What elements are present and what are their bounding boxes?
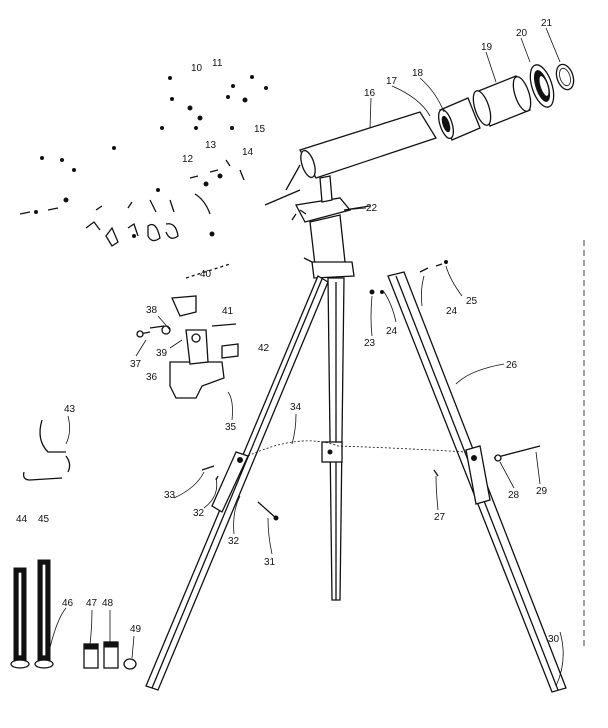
part-number-label: 31 xyxy=(264,557,276,568)
part-number-label: 36 xyxy=(146,372,158,383)
part-number-label: 29 xyxy=(536,486,548,497)
part-numbers: 10 11 12 13 14 15 16 17 18 19 20 21 22 2… xyxy=(16,18,560,645)
tripod-right-leg xyxy=(387,271,567,693)
part-number-label: 21 xyxy=(541,18,553,29)
part-number-label: 34 xyxy=(290,402,302,413)
screw-27 xyxy=(433,469,439,477)
mount-head xyxy=(291,175,371,266)
hinge-screws xyxy=(369,260,448,295)
part-number-label: 23 xyxy=(364,338,376,349)
eyepieces xyxy=(10,559,137,670)
part-number-label: 32 xyxy=(228,536,240,547)
leg-brace-chain xyxy=(247,440,467,457)
lens-ring xyxy=(555,63,575,91)
part-number-label: 41 xyxy=(222,306,234,317)
part-number-label: 47 xyxy=(86,598,98,609)
dew-shield xyxy=(472,75,532,127)
altitude-bracket xyxy=(136,263,239,399)
part-number-label: 14 xyxy=(242,147,254,158)
part-number-label: 48 xyxy=(102,598,114,609)
part-number-label: 45 xyxy=(38,514,50,525)
small-mount-parts xyxy=(19,75,268,247)
accessory-wire xyxy=(22,419,71,481)
part-number-label: 12 xyxy=(182,154,194,165)
part-number-label: 37 xyxy=(130,359,142,370)
locking-rod xyxy=(493,445,541,462)
part-number-label: 28 xyxy=(508,490,520,501)
part-number-label: 33 xyxy=(164,490,176,501)
part-number-label: 40 xyxy=(200,269,212,280)
part-number-label: 42 xyxy=(258,343,270,354)
part-number-label: 32 xyxy=(193,508,205,519)
part-number-label: 49 xyxy=(130,624,142,635)
lens-cell xyxy=(529,64,555,108)
part-number-label: 44 xyxy=(16,514,28,525)
part-number-label: 18 xyxy=(412,68,424,79)
part-number-label: 39 xyxy=(156,348,168,359)
part-number-label: 19 xyxy=(481,42,493,53)
eyepiece-holder xyxy=(437,97,481,141)
part-number-label: 24 xyxy=(386,326,398,337)
part-number-label: 20 xyxy=(516,28,528,39)
telescope-tube xyxy=(264,111,437,206)
part-number-label: 22 xyxy=(366,203,378,214)
tripod-left-leg xyxy=(145,275,329,691)
part-number-label: 13 xyxy=(205,140,217,151)
part-number-label: 46 xyxy=(62,598,74,609)
part-number-label: 16 xyxy=(364,88,376,99)
part-number-label: 43 xyxy=(64,404,76,415)
part-number-label: 38 xyxy=(146,305,158,316)
part-number-label: 15 xyxy=(254,124,266,135)
tripod-center-leg xyxy=(321,277,345,601)
part-number-label: 10 xyxy=(191,63,203,74)
part-number-label: 30 xyxy=(548,634,560,645)
part-number-label: 26 xyxy=(506,360,518,371)
part-number-label: 35 xyxy=(225,422,237,433)
part-number-label: 11 xyxy=(212,58,223,69)
part-number-label: 24 xyxy=(446,306,458,317)
leader-lines xyxy=(47,27,564,687)
part-number-label: 27 xyxy=(434,512,446,523)
part-number-label: 17 xyxy=(386,76,398,87)
tripod-hub xyxy=(303,257,355,279)
screw-31 xyxy=(257,501,279,521)
part-number-label: 25 xyxy=(466,296,478,307)
